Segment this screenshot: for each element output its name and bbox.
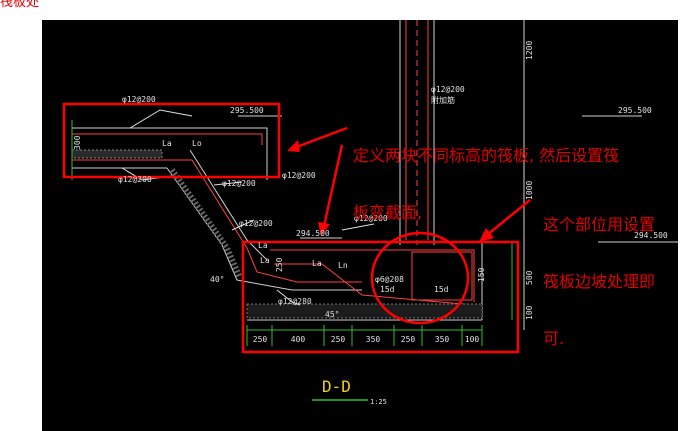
annotation-note-2-line-3: 可. (543, 329, 565, 348)
annotation-note-1: 定义两块不同标高的筏板, 然后设置筏 板变截面, (353, 108, 619, 241)
rebar-label-c: φ12@200 (222, 179, 256, 188)
la-label-2: La (258, 241, 268, 250)
wall-rebar-label: φ12@200 (431, 85, 465, 94)
highlight-upper-slab (62, 102, 281, 179)
elev-label-upper-right: 295.500 (618, 106, 652, 115)
angle-label-45: 45° (325, 310, 339, 319)
rebar-label-e: φ12@200 (239, 219, 273, 228)
arrow-2-shaft (322, 144, 344, 227)
wall-rebar-note: 附加筋 (431, 95, 455, 105)
la-label-1: La (162, 139, 172, 148)
angle-label-40: 40° (210, 275, 224, 284)
la-label-4: La (312, 259, 322, 268)
rebar-label-b: φ12@200 (118, 175, 152, 184)
leader-1 (129, 109, 193, 129)
slope-outer (166, 167, 362, 291)
dim-label-300: 300 (73, 135, 82, 150)
rebar-label-f: φ12@200 (354, 214, 388, 223)
rebar-label-d: φ12@200 (282, 171, 316, 180)
upper-slab-hatch (71, 149, 163, 159)
slope-rebar (191, 159, 362, 283)
section-scale: 1:25 (370, 398, 387, 406)
lo-label-1: Lo (192, 139, 202, 148)
bottom-dim-0: 250 (253, 335, 268, 344)
highlight-circle-wall-base (370, 231, 470, 325)
bottom-dim-2: 250 (331, 335, 346, 344)
bottom-dim-3: 350 (366, 335, 381, 344)
bottom-dim-1: 400 (291, 335, 306, 344)
dim-label-500: 500 (525, 270, 534, 285)
elev-label-upper-left: 295.500 (230, 106, 264, 115)
header-label: 筏板处 (0, 0, 40, 10)
dim-label-1000: 1000 (525, 181, 534, 200)
dim-label-150: 150 (477, 267, 486, 282)
arrow-3-shaft (486, 199, 531, 236)
rebar-label-h: φ6@208 (375, 275, 404, 284)
slope-inner (189, 149, 268, 261)
annotation-note-2-line-1: 这个部位用设置 (543, 215, 656, 234)
wall-base-rebar-box (411, 251, 473, 301)
leader-4 (231, 219, 255, 231)
cad-drawing-canvas: φ12@200 295.500 295.500 φ12@200 φ12@200 … (42, 20, 678, 431)
section-title: D-D (322, 377, 351, 396)
leader-5 (341, 223, 375, 231)
highlight-lower-slab (241, 240, 520, 354)
upper-slab-top (72, 127, 268, 180)
arrow-2-head (318, 222, 330, 236)
15d-label-2: 15d (434, 285, 449, 294)
lower-slab-hatch (246, 303, 483, 319)
annotation-note-2-line-2: 筏板边坡处理即 (543, 272, 656, 291)
annotation-note-1-line-2: 板变截面, (353, 203, 423, 222)
section-drawing: φ12@200 295.500 295.500 φ12@200 φ12@200 … (62, 20, 678, 406)
annotation-note-1-line-1: 定义两块不同标高的筏板, 然后设置筏 (353, 146, 620, 165)
leader-6 (276, 289, 301, 306)
annotation-note-2: 这个部位用设置 筏板边坡处理即 可. (543, 177, 655, 367)
dim-label-100: 100 (525, 305, 534, 320)
elev-label-right: 294.500 (634, 231, 668, 240)
elev-label-mid: 294.500 (296, 229, 330, 238)
rebar-label-a: φ12@200 (122, 95, 156, 104)
arrow-3-head (479, 228, 494, 242)
slope-hatch (169, 168, 243, 280)
arrow-1-head (287, 140, 300, 152)
ln-label-1: Ln (338, 261, 348, 270)
upper-slab-top-rebar (72, 133, 263, 145)
bottom-dim-4: 250 (401, 335, 416, 344)
15d-label-1: 15d (380, 285, 395, 294)
leader-3 (213, 181, 243, 186)
bottom-dim-5: 350 (435, 335, 450, 344)
arrow-1-shaft (293, 126, 348, 150)
dim-label-250v: 250 (275, 257, 284, 272)
lower-slab-top-rebar (270, 249, 475, 302)
bottom-dim-6: 100 (465, 335, 480, 344)
la-label-3: La (260, 256, 270, 265)
dim-label-1200: 1200 (525, 41, 534, 60)
rebar-label-i: φ12@280 (278, 297, 312, 306)
